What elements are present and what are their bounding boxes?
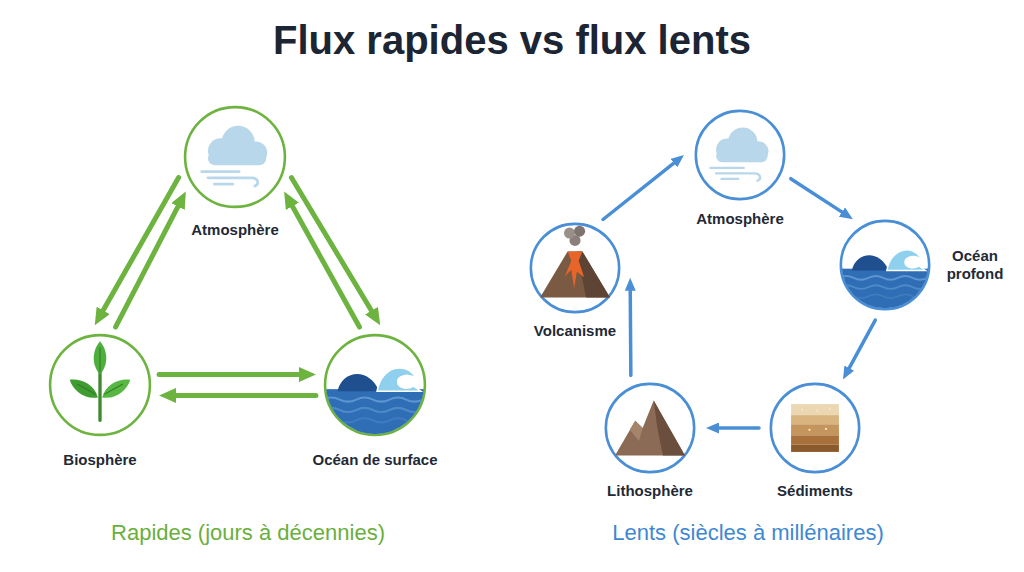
circle-outline xyxy=(696,111,784,199)
node-label: Océan de surface xyxy=(312,451,437,469)
node-circle xyxy=(48,333,152,437)
cycle-node: Atmosphère xyxy=(694,109,786,201)
node-circle xyxy=(694,109,786,201)
cycle-node: Biosphère xyxy=(48,333,152,437)
cycle-node: Sédiments xyxy=(769,382,861,474)
node-circle xyxy=(604,382,696,474)
node-icon xyxy=(711,127,769,180)
node-icon xyxy=(66,341,133,420)
flux-arrow xyxy=(847,320,876,373)
node-icon xyxy=(839,250,942,315)
flux-arrow xyxy=(603,160,678,220)
node-label: Sédiments xyxy=(777,482,853,500)
circle-outline xyxy=(606,384,694,472)
node-circle xyxy=(183,105,287,209)
node-circle xyxy=(323,333,427,437)
node-icon xyxy=(615,400,685,455)
flux-arrow xyxy=(100,178,179,317)
cycle-node: Lithosphère xyxy=(604,382,696,474)
node-label: Lithosphère xyxy=(607,482,693,500)
circle-outline xyxy=(531,224,619,312)
flux-arrow xyxy=(791,179,847,215)
node-label: Biosphère xyxy=(63,451,136,469)
node-label: Volcanisme xyxy=(534,322,616,340)
node-icon xyxy=(323,368,439,441)
cycle-node: Atmosphère xyxy=(183,105,287,209)
node-circle xyxy=(769,382,861,474)
diagram-title: Flux rapides vs flux lents xyxy=(0,18,1024,63)
circle-outline xyxy=(50,335,150,435)
node-circle xyxy=(529,222,621,314)
node-icon xyxy=(791,404,839,452)
node-label: Atmosphère xyxy=(696,210,784,228)
flux-arrow xyxy=(159,372,306,377)
node-icon xyxy=(202,126,268,186)
flux-arrow xyxy=(628,286,632,376)
flux-arrow xyxy=(116,200,182,327)
flux-arrow xyxy=(289,200,359,327)
cycle-caption: Rapides (jours à décennies) xyxy=(111,520,385,546)
node-label: Océan profond xyxy=(937,247,1013,283)
circle-outline xyxy=(771,384,859,472)
flux-arrow xyxy=(291,178,375,317)
cycle-caption: Lents (siècles à millénaires) xyxy=(612,520,883,546)
node-label: Atmosphère xyxy=(191,221,279,239)
circle-outline xyxy=(185,107,285,207)
cycle-node: Océan profond xyxy=(839,219,931,311)
node-icon xyxy=(540,226,610,298)
flux-arrow xyxy=(714,426,759,430)
node-circle xyxy=(839,219,931,311)
flux-arrow xyxy=(169,393,316,398)
cycle-node: Océan de surface xyxy=(323,333,427,437)
cycle-node: Volcanisme xyxy=(529,222,621,314)
